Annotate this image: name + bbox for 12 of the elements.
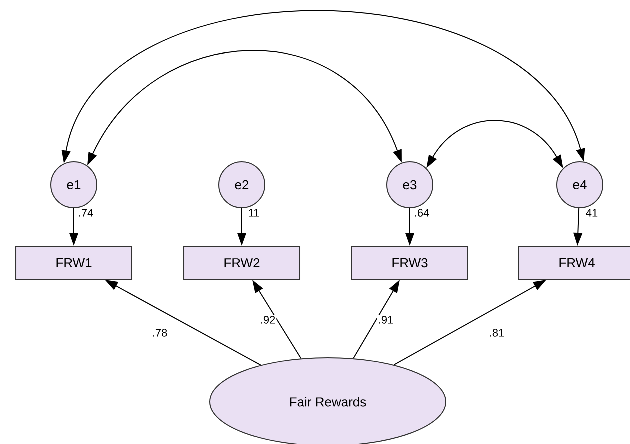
edge-label: .64 bbox=[413, 208, 431, 218]
edge-label: 41 bbox=[584, 208, 600, 218]
observed-variable-box: FRW2 bbox=[184, 246, 300, 280]
observed-variable-box: FRW3 bbox=[352, 246, 468, 280]
edge-label: .81 bbox=[488, 328, 506, 338]
edge-label: 11 bbox=[247, 208, 261, 218]
observed-variable-box: FRW4 bbox=[518, 246, 630, 280]
edge-label: .74 bbox=[77, 208, 95, 218]
edge-label: .91 bbox=[377, 315, 395, 325]
edge-label: .92 bbox=[259, 315, 277, 325]
edge-label: .78 bbox=[151, 328, 169, 338]
observed-variable-box: FRW1 bbox=[16, 246, 132, 280]
